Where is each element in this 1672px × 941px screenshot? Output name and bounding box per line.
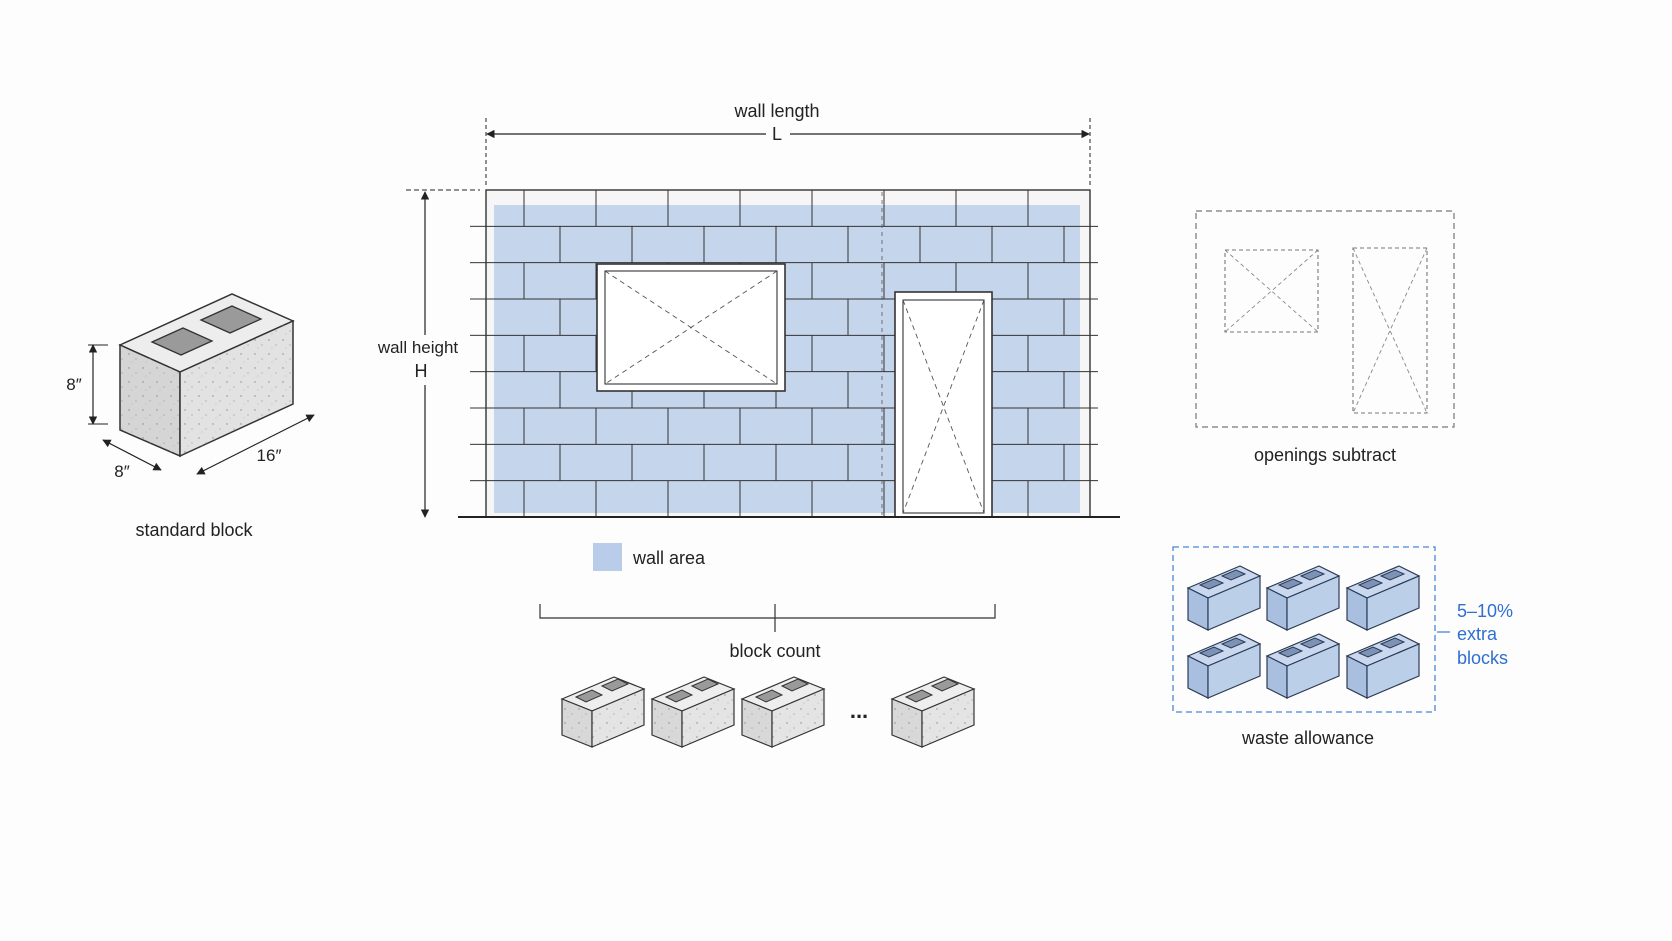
waste-allowance-caption: waste allowance (1241, 728, 1374, 748)
waste-note-line-2: extra (1457, 624, 1498, 644)
window-outline-icon (1224, 249, 1319, 333)
wall-height-symbol: H (415, 361, 428, 381)
wall-length-symbol: L (772, 124, 782, 144)
waste-note-line-1: 5–10% (1457, 601, 1513, 621)
waste-block-1 (1187, 565, 1261, 631)
openings-subtract-caption: openings subtract (1254, 445, 1396, 465)
wall-height-label: wall height (377, 338, 459, 357)
block-count-group: block count ... (539, 604, 996, 748)
count-block-3 (741, 676, 825, 748)
standard-block-illustration: 8″ 8″ 16″ standard block (66, 293, 315, 540)
openings-subtract-group: openings subtract (1195, 210, 1455, 465)
block-length-dimension: 16″ (257, 446, 282, 465)
count-block-2 (651, 676, 735, 748)
wall-elevation: wall length L wall height H (374, 101, 1120, 518)
waste-note-line-3: blocks (1457, 648, 1508, 668)
count-block-1 (561, 676, 645, 748)
waste-allowance-group: 5–10% extra blocks waste allowance (1172, 546, 1513, 748)
waste-block-2 (1266, 565, 1340, 631)
block-width-dimension: 8″ (114, 462, 129, 481)
wall-length-label: wall length (733, 101, 819, 121)
block-count-label: block count (729, 641, 820, 661)
waste-block-3 (1346, 565, 1420, 631)
wall-area-swatch (593, 543, 622, 571)
waste-block-6 (1346, 633, 1420, 699)
standard-block-caption: standard block (135, 520, 253, 540)
door-outline-icon (1352, 247, 1428, 414)
window-opening (596, 263, 786, 392)
wall-area-legend-label: wall area (632, 548, 706, 568)
waste-block-4 (1187, 633, 1261, 699)
count-block-last (891, 676, 975, 748)
waste-block-5 (1266, 633, 1340, 699)
wall-area-legend: wall area (593, 543, 706, 571)
door-opening (881, 192, 993, 518)
block-count-ellipsis: ... (850, 698, 868, 723)
block-height-dimension: 8″ (66, 375, 81, 394)
